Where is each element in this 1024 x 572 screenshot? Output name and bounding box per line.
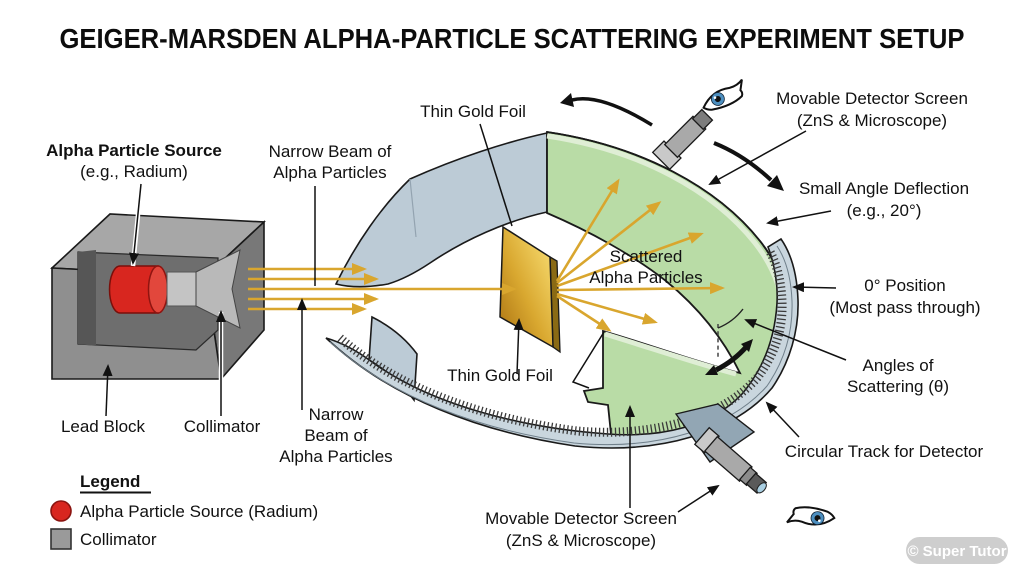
pointer-movable-bottom-scope bbox=[677, 484, 720, 513]
double-arrow-shaft bbox=[714, 344, 749, 373]
alpha-source-cap bbox=[147, 265, 169, 314]
label-lead-block: Lead Block bbox=[61, 417, 146, 436]
label-small-angle-2: (e.g., 20°) bbox=[847, 201, 922, 220]
label-thin-gold-foil-bottom: Thin Gold Foil bbox=[447, 366, 553, 385]
observer-eye-top bbox=[698, 78, 749, 113]
track-shape bbox=[325, 237, 799, 449]
legend: Legend Alpha Particle Source (Radium) Co… bbox=[50, 472, 318, 550]
pointer-zero-position bbox=[792, 282, 837, 293]
pointer-alpha-source bbox=[129, 183, 142, 265]
pointer-foil-top bbox=[479, 123, 513, 227]
observer-eye-bottom bbox=[785, 500, 837, 537]
double-arrow-head-left bbox=[705, 365, 718, 375]
scattered-ray-zero bbox=[556, 282, 725, 295]
cavity-left-wall bbox=[78, 250, 96, 346]
watermark-pill bbox=[906, 537, 1008, 564]
pointer-screen-edge bbox=[571, 331, 605, 389]
label-narrow-beam-top-2: Alpha Particles bbox=[273, 163, 386, 182]
label-angles-2: Scattering (θ) bbox=[847, 377, 949, 396]
label-circular-track: Circular Track for Detector bbox=[785, 442, 984, 461]
move-left-arrow-head bbox=[560, 93, 574, 107]
motion-arrows bbox=[560, 93, 784, 191]
pointer-movable-top bbox=[708, 130, 807, 185]
legend-item-source: Alpha Particle Source (Radium) bbox=[80, 502, 318, 521]
scattered-ray bbox=[556, 292, 658, 325]
pointer-small-angle bbox=[766, 210, 832, 227]
label-scattered-2: Alpha Particles bbox=[589, 268, 702, 287]
collimator-flare bbox=[195, 249, 241, 329]
label-movable-top-2: (ZnS & Microscope) bbox=[797, 111, 947, 130]
microscope-bottom bbox=[674, 403, 837, 537]
microscope-top bbox=[651, 78, 749, 171]
label-alpha-source-2: (e.g., Radium) bbox=[80, 162, 188, 181]
text-labels: Thin Gold Foil Narrow Beam of Alpha Part… bbox=[46, 89, 983, 550]
double-arrow-head-right bbox=[741, 339, 753, 352]
label-narrow-beam-bottom-1: Narrow bbox=[309, 405, 365, 424]
legend-heading: Legend bbox=[80, 472, 140, 491]
pointer-angles bbox=[744, 319, 847, 361]
label-thin-gold-foil-top: Thin Gold Foil bbox=[420, 102, 526, 121]
scattered-ray bbox=[556, 232, 704, 288]
label-movable-bottom-2: (ZnS & Microscope) bbox=[506, 531, 656, 550]
gold-foil-face bbox=[499, 225, 554, 349]
collimator-channel bbox=[166, 271, 197, 307]
microscope-eyepiece bbox=[691, 108, 714, 131]
label-movable-top-1: Movable Detector Screen bbox=[776, 89, 968, 108]
page-title: GEIGER-MARSDEN ALPHA-PARTICLE SCATTERING… bbox=[60, 23, 965, 54]
label-narrow-beam-bottom-3: Alpha Particles bbox=[279, 447, 392, 466]
legend-swatch-source-icon bbox=[50, 500, 72, 522]
scattered-rays bbox=[555, 178, 725, 332]
label-movable-bottom-1: Movable Detector Screen bbox=[485, 509, 677, 528]
rear-band-crease bbox=[409, 178, 417, 238]
screen-lower-edge-strip bbox=[604, 331, 737, 377]
pointer-lead-block bbox=[102, 364, 113, 417]
move-right-arrow-head bbox=[767, 175, 784, 191]
label-scattered-1: Scattered bbox=[610, 247, 683, 266]
watermark: © Super Tutor bbox=[906, 537, 1008, 564]
move-right-arrow-shaft bbox=[713, 141, 773, 182]
move-left-arrow-shaft bbox=[571, 97, 653, 127]
leader-lines bbox=[102, 123, 847, 513]
angle-markers bbox=[705, 308, 753, 375]
label-zero-position-2: (Most pass through) bbox=[829, 298, 980, 317]
theta-arc bbox=[717, 308, 744, 329]
legend-item-collimator: Collimator bbox=[80, 530, 157, 549]
label-narrow-beam-bottom-2: Beam of bbox=[304, 426, 368, 445]
label-collimator: Collimator bbox=[184, 417, 261, 436]
pointer-circular-track bbox=[765, 401, 800, 438]
scattered-ray bbox=[556, 294, 612, 332]
scattered-ray bbox=[555, 178, 620, 282]
pointer-foil-bottom bbox=[513, 318, 524, 375]
legend-swatch-collimator-icon bbox=[50, 528, 72, 550]
scattered-ray bbox=[556, 201, 662, 285]
watermark-text: © Super Tutor bbox=[907, 543, 1006, 560]
label-narrow-beam-top-1: Narrow Beam of bbox=[269, 142, 392, 161]
label-small-angle-1: Small Angle Deflection bbox=[799, 179, 969, 198]
alpha-source-cylinder bbox=[108, 265, 159, 314]
label-alpha-source-1: Alpha Particle Source bbox=[46, 141, 222, 160]
lead-block bbox=[50, 213, 266, 381]
label-zero-position-1: 0° Position bbox=[864, 276, 945, 295]
label-angles-1: Angles of bbox=[863, 356, 934, 375]
